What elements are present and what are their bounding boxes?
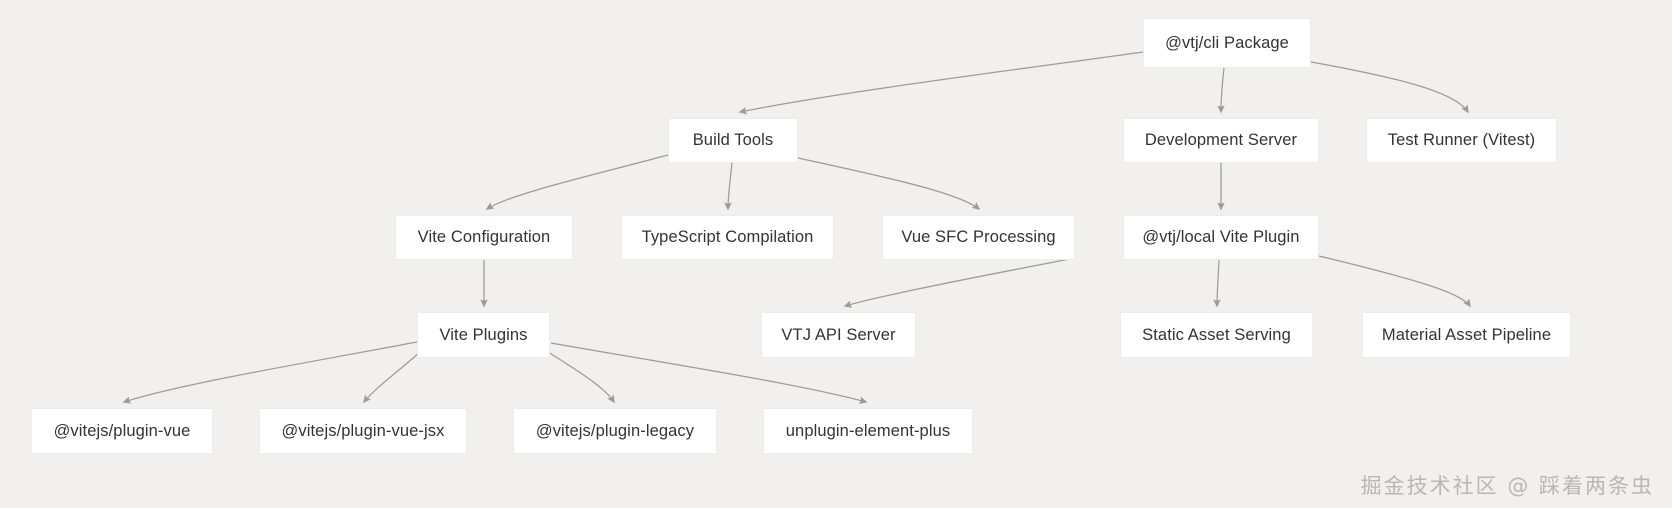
node-label-testrunner: Test Runner (Vitest) [1387, 131, 1536, 149]
node-cli[interactable]: @vtj/cli Package [1143, 18, 1311, 68]
node-label-pluginleg: @vitejs/plugin-legacy [535, 421, 695, 440]
node-vtjapi[interactable]: VTJ API Server [761, 312, 916, 358]
edge-localplug-to-material [1318, 255, 1471, 308]
edge-localplug-to-staticasset [1213, 259, 1221, 308]
node-unplugin[interactable]: unplugin-element-plus [763, 408, 973, 454]
node-viteplug[interactable]: Vite Plugins [417, 312, 550, 358]
node-label-pluginjsx: @vitejs/plugin-vue-jsx [281, 421, 445, 440]
edge-build-to-viteconf [485, 154, 669, 210]
node-material[interactable]: Material Asset Pipeline [1362, 312, 1571, 358]
node-pluginleg[interactable]: @vitejs/plugin-legacy [513, 408, 717, 454]
edge-build-to-tscompile [724, 162, 733, 211]
edge-cli-to-devserver [1217, 67, 1225, 114]
edge-cli-to-build [738, 51, 1144, 115]
node-label-unplugin: unplugin-element-plus [785, 421, 951, 440]
node-staticasset[interactable]: Static Asset Serving [1120, 312, 1313, 358]
node-label-localplug: @vtj/local Vite Plugin [1142, 228, 1300, 246]
node-label-tscompile: TypeScript Compilation [641, 228, 814, 246]
node-label-vuesfc: Vue SFC Processing [901, 228, 1056, 246]
node-label-viteconf: Vite Configuration [417, 228, 551, 246]
node-label-devserver: Development Server [1144, 131, 1298, 149]
node-label-cli: @vtj/cli Package [1165, 33, 1289, 52]
node-label-build: Build Tools [692, 131, 774, 149]
edge-viteplug-to-pluginvue [122, 341, 418, 404]
edge-vuesfc-to-vtjapi [843, 257, 1076, 308]
edge-build-to-vuesfc [797, 157, 981, 210]
node-localplug[interactable]: @vtj/local Vite Plugin [1123, 215, 1319, 260]
node-viteconf[interactable]: Vite Configuration [395, 215, 573, 260]
node-label-viteplug: Vite Plugins [439, 325, 528, 344]
node-label-material: Material Asset Pipeline [1381, 325, 1552, 344]
node-label-pluginvue: @vitejs/plugin-vue [53, 421, 191, 440]
edge-viteplug-to-pluginleg [547, 351, 615, 404]
edge-cli-to-testrunner [1310, 61, 1469, 114]
node-pluginjsx[interactable]: @vitejs/plugin-vue-jsx [259, 408, 467, 454]
node-label-vtjapi: VTJ API Server [781, 325, 896, 344]
watermark-text: 掘金技术社区 @ 踩着两条虫 [1360, 474, 1654, 498]
node-tscompile[interactable]: TypeScript Compilation [621, 215, 834, 260]
node-pluginvue[interactable]: @vitejs/plugin-vue [31, 408, 213, 454]
node-testrunner[interactable]: Test Runner (Vitest) [1366, 118, 1557, 163]
node-label-staticasset: Static Asset Serving [1142, 325, 1291, 344]
node-build[interactable]: Build Tools [668, 118, 798, 163]
node-vuesfc[interactable]: Vue SFC Processing [882, 215, 1075, 260]
node-devserver[interactable]: Development Server [1123, 118, 1319, 163]
edge-viteplug-to-pluginjsx [363, 351, 421, 404]
